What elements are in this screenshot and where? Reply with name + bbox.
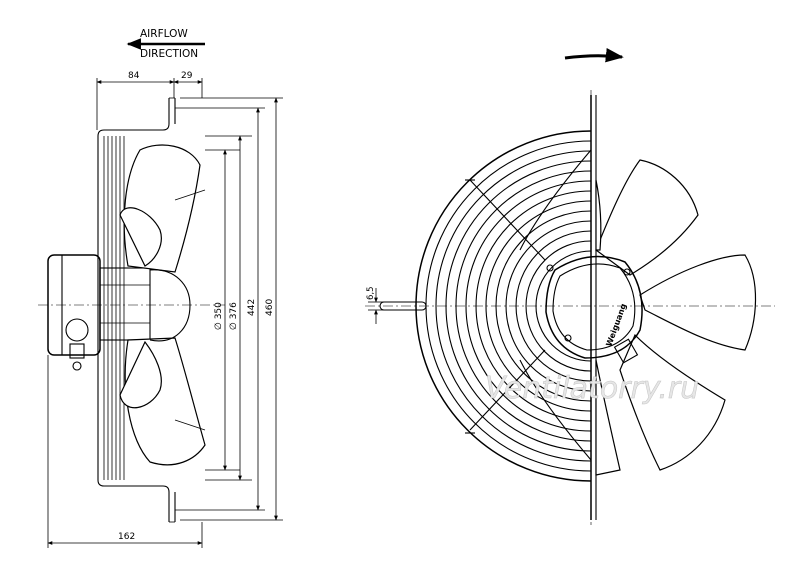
dim-460-label: 460 [265, 299, 275, 316]
watermark-text: Ventilatorry.ru [485, 371, 699, 406]
vertical-dimensions: ∅ 350 ∅ 376 442 460 [175, 97, 283, 521]
motor-screw-icon [564, 334, 572, 342]
guard-ring [465, 180, 592, 432]
dim-6-5-label: 6,5 [366, 286, 376, 300]
dim-84-label: 84 [128, 71, 140, 81]
motor-screw-icon [623, 268, 631, 276]
guard-ring [435, 150, 592, 462]
fan-blades-side [119, 144, 206, 466]
bottom-dimension: 162 [47, 355, 203, 548]
front-view: Weiguang 6,5 [365, 48, 775, 525]
guard-wires-side [103, 136, 125, 480]
rotation-arrow-icon [564, 48, 624, 63]
dim-29-label: 29 [181, 71, 193, 81]
airflow-label-line2: DIRECTION [140, 48, 198, 60]
dim-442-label: 442 [247, 299, 257, 316]
dim-dia-350-label: ∅ 350 [214, 302, 224, 330]
top-dimensions: 84 29 [96, 71, 203, 130]
guard-ring [525, 240, 592, 372]
cable-gland [613, 338, 639, 364]
guard-spokes [465, 149, 592, 461]
guard-ring [505, 220, 592, 392]
mounting-flange [97, 98, 170, 522]
dim-162-label: 162 [118, 532, 135, 542]
mount-gap-dimension: 6,5 [366, 286, 384, 324]
dim-dia-376-label: ∅ 376 [229, 302, 239, 330]
side-view: 84 29 [38, 71, 283, 548]
fan-blades-front [595, 159, 757, 476]
airflow-indicator: AIRFLOW DIRECTION [126, 28, 205, 60]
airflow-label-line1: AIRFLOW [140, 28, 188, 40]
